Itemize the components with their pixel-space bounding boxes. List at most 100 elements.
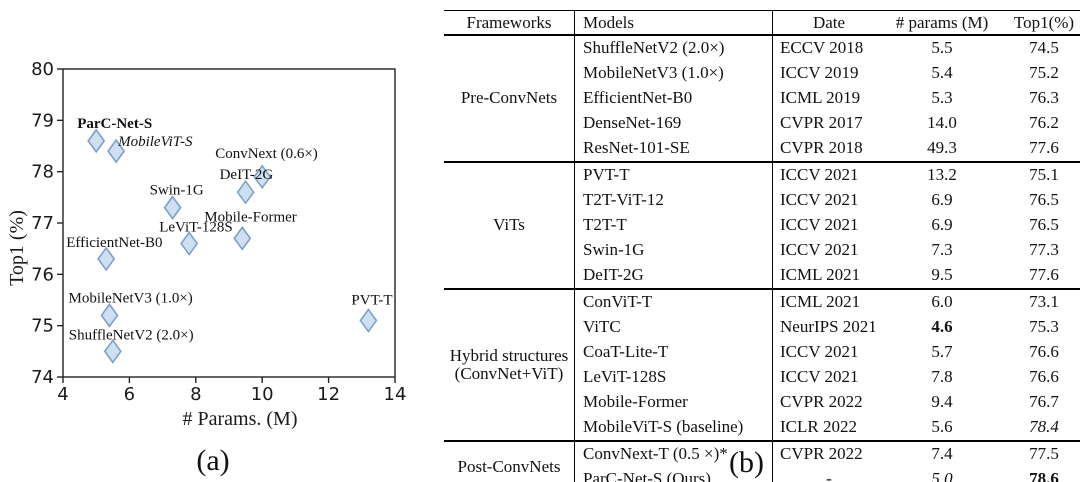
date-cell: ICCV 2021 — [780, 342, 859, 362]
top1-cell: 77.3 — [1029, 240, 1059, 260]
params-cell: 7.8 — [931, 367, 953, 387]
scatter-point — [100, 303, 119, 328]
point-label: MobileViT-S — [117, 134, 193, 150]
model-cell: ResNet-101-SE — [574, 136, 773, 162]
params-cell: 13.2 — [927, 165, 957, 185]
params-cell: 49.3 — [927, 138, 957, 158]
top1-cell: 75.1 — [1029, 165, 1059, 185]
results-table: Frameworks Models Date # params (M) Top1… — [444, 10, 1080, 482]
date-cell: ICCV 2021 — [780, 190, 859, 210]
model-cell: Mobile-Former — [574, 390, 773, 415]
scatter-point — [233, 226, 252, 251]
y-tick-label: 76 — [31, 264, 54, 285]
framework-cell: ViTs — [444, 162, 575, 289]
model-cell: ViTC — [574, 315, 773, 340]
col-header-models: Models — [574, 10, 773, 35]
top1-cell: 76.2 — [1029, 113, 1059, 133]
caption-a: (a) — [196, 444, 229, 477]
y-tick-label: 80 — [31, 59, 54, 80]
params-cell: 9.4 — [931, 392, 953, 412]
table-row: Hybrid structures (ConvNet+ViT)ConViT-T I… — [444, 289, 1080, 441]
date-cell: CVPR 2022 — [780, 392, 863, 412]
x-tick-label: 10 — [251, 384, 274, 405]
date-cell: - — [826, 469, 832, 482]
top1-cell: 77.6 — [1029, 265, 1059, 285]
model-cell: T2T-T — [574, 213, 773, 238]
top1-cell: 76.5 — [1029, 190, 1059, 210]
params-cell: 14.0 — [927, 113, 957, 133]
date-cell: NeurIPS 2021 — [780, 317, 877, 337]
scatter-point — [107, 138, 126, 164]
model-cell: PVT-T — [574, 162, 773, 188]
date-cell: CVPR 2018 — [780, 138, 863, 158]
col-header-frameworks: Frameworks — [444, 10, 575, 35]
params-cell: 6.0 — [931, 292, 953, 312]
model-cell: DeIT-2G — [574, 263, 773, 289]
header-row: Frameworks Models Date # params (M) Top1… — [444, 10, 1080, 35]
params-cell: 5.0 — [931, 469, 953, 482]
x-tick-label: 4 — [57, 384, 68, 405]
top1-cell: 76.6 — [1029, 342, 1059, 362]
top1-cell: 74.5 — [1029, 38, 1059, 58]
x-tick-label: 6 — [124, 384, 135, 405]
params-cell: 7.3 — [931, 240, 953, 260]
scatter-point — [97, 246, 116, 272]
model-cell: ParC-Net-S (Ours) — [574, 467, 773, 482]
date-cell: ICCV 2021 — [780, 215, 859, 235]
x-tick-label: 14 — [384, 384, 407, 405]
scatter-point — [103, 338, 122, 364]
y-tick-label: 74 — [31, 367, 54, 388]
model-cell: ConvNext-T (0.5 ×)* — [574, 441, 773, 467]
y-tick-label: 77 — [31, 213, 54, 234]
point-label: MobileNetV3 (1.0×) — [69, 290, 193, 306]
top1-cell: 78.4 — [1029, 417, 1059, 437]
scatter-point — [236, 179, 255, 205]
x-tick-label: 12 — [317, 384, 340, 405]
scatter-point — [359, 308, 378, 333]
params-cell: 4.6 — [931, 317, 953, 337]
model-cell: T2T-ViT-12 — [574, 188, 773, 213]
params-cell: 5.7 — [931, 342, 953, 362]
y-tick-label: 79 — [31, 110, 54, 131]
date-cell: ICCV 2021 — [780, 240, 859, 260]
framework-cell: Post-ConvNets — [444, 441, 575, 482]
framework-cell: Hybrid structures (ConvNet+ViT) — [444, 289, 575, 441]
params-cell: 9.5 — [931, 265, 953, 285]
model-cell: EfficientNet-B0 — [574, 86, 773, 111]
scatter-point — [180, 231, 199, 256]
top1-cell: 75.2 — [1029, 63, 1059, 83]
model-cell: MobileNetV3 (1.0×) — [574, 61, 773, 86]
top1-cell: 78.6 — [1029, 469, 1059, 482]
model-cell: ConViT-T — [574, 289, 773, 315]
date-cell: ICCV 2021 — [780, 367, 859, 387]
col-header-date: Date — [812, 12, 846, 32]
params-cell: 7.4 — [931, 444, 953, 464]
params-cell: 5.6 — [931, 417, 953, 437]
caption-b: (b) — [729, 446, 764, 479]
framework-cell: Pre-ConvNets — [444, 35, 575, 162]
scatter-point — [87, 128, 106, 154]
top1-cell: 76.5 — [1029, 215, 1059, 235]
table-panel: Frameworks Models Date # params (M) Top1… — [444, 10, 1080, 482]
col-header-top1: Top1(%) — [1013, 12, 1075, 32]
point-label: ParC-Net-S — [77, 116, 152, 132]
top1-cell: 73.1 — [1029, 292, 1059, 312]
point-label: Mobile-Former — [204, 209, 296, 225]
params-cell: 5.4 — [931, 63, 953, 83]
date-cell: ICLR 2022 — [780, 417, 857, 437]
params-cell: 5.3 — [931, 88, 953, 108]
model-cell: LeViT-128S — [574, 365, 773, 390]
x-tick-label: 8 — [190, 384, 201, 405]
